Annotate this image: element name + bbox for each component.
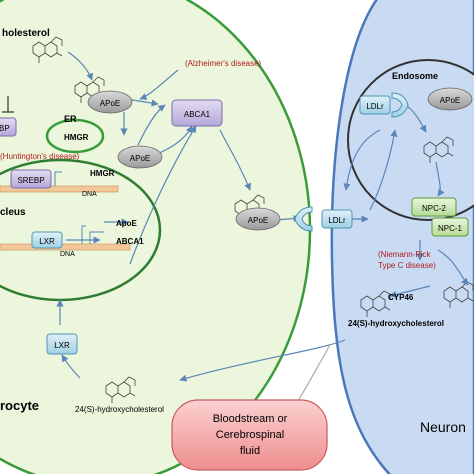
ldlr-membrane-cup-icon <box>294 206 313 232</box>
nucleus-label: cleus <box>0 207 26 218</box>
npc1-label: NPC-1 <box>438 224 463 233</box>
hydroxy-astro-label: 24(S)-hydroxycholesterol <box>75 405 164 414</box>
neuron-label: Neuron <box>420 419 466 435</box>
apoe-endosome-node <box>427 87 473 111</box>
apoe-extracellular-node <box>235 207 281 231</box>
npc1-box <box>431 217 469 237</box>
lxr-nucleus-label: LXR <box>39 237 55 246</box>
ldlr-endosome-box <box>359 95 391 115</box>
cholesterol-label: holesterol <box>2 28 50 39</box>
ldlr-endosome-cup-icon <box>391 92 409 118</box>
srebp-er-label: BP <box>0 124 10 133</box>
endosome-label: Endosome <box>392 71 438 81</box>
apoe-er-node <box>87 90 133 114</box>
abca1-label: ABCA1 <box>184 110 211 119</box>
astrocyte-label: rocyte <box>0 398 39 413</box>
hmgr-gene-label: HMGR <box>90 169 115 178</box>
gene-activation-lines <box>54 171 104 244</box>
bloodstream-box <box>171 399 328 471</box>
lxr-nucleus-box <box>31 231 63 249</box>
abca1-gene-label: ABCA1 <box>116 237 144 246</box>
hydroxy-neuron-label: 24(S)-hydroxycholesterol <box>348 319 444 328</box>
npc2-label: NPC-2 <box>422 204 447 213</box>
blood-label-line1: Bloodstream or <box>213 413 288 425</box>
apoe-mid-label: APoE <box>130 154 150 163</box>
er-label: ER <box>64 114 77 124</box>
dna-label-2: DNA <box>60 251 75 258</box>
dna-bar-2 <box>0 243 131 251</box>
apoe-gene-label: ApoE <box>116 219 138 228</box>
lxr-cyto-box <box>46 333 78 355</box>
hmgr-er-label: HMGR <box>64 133 89 142</box>
srebp-nucleus-box <box>10 169 52 189</box>
niemann-label-line1: (Niemann-Pick <box>378 250 431 259</box>
huntingtons-label: (Huntington's disease) <box>0 152 80 161</box>
blood-label-line2: Cerebrospinal <box>216 429 284 441</box>
abca1-transporter <box>171 99 223 127</box>
blood-label-line3: fluid <box>240 445 260 457</box>
apoe-er-label: APoE <box>100 99 120 108</box>
dna-bar-1 <box>0 185 119 193</box>
niemann-label-line2: Type C disease) <box>378 261 436 270</box>
ldlr-membrane-box <box>321 209 353 229</box>
ldlr-endosome-label: LDLr <box>366 102 384 111</box>
apoe-endosome-label: APoE <box>440 96 460 105</box>
ldlr-membrane-label: LDLr <box>328 216 346 225</box>
apoe-extracellular-label: APoE <box>248 216 268 225</box>
lxr-cyto-label: LXR <box>54 341 70 350</box>
dna-label-1: DNA <box>82 191 97 198</box>
alzheimers-label: (Alzheimer's disease) <box>185 59 262 68</box>
srebp-nucleus-label: SREBP <box>17 176 44 185</box>
npc2-box <box>411 197 457 217</box>
apoe-mid-node <box>117 145 163 169</box>
er-compartment <box>45 118 105 154</box>
inhibition-marks <box>2 96 14 113</box>
cyp46-label: CYP46 <box>388 293 414 302</box>
srebp-er-box <box>0 117 17 137</box>
